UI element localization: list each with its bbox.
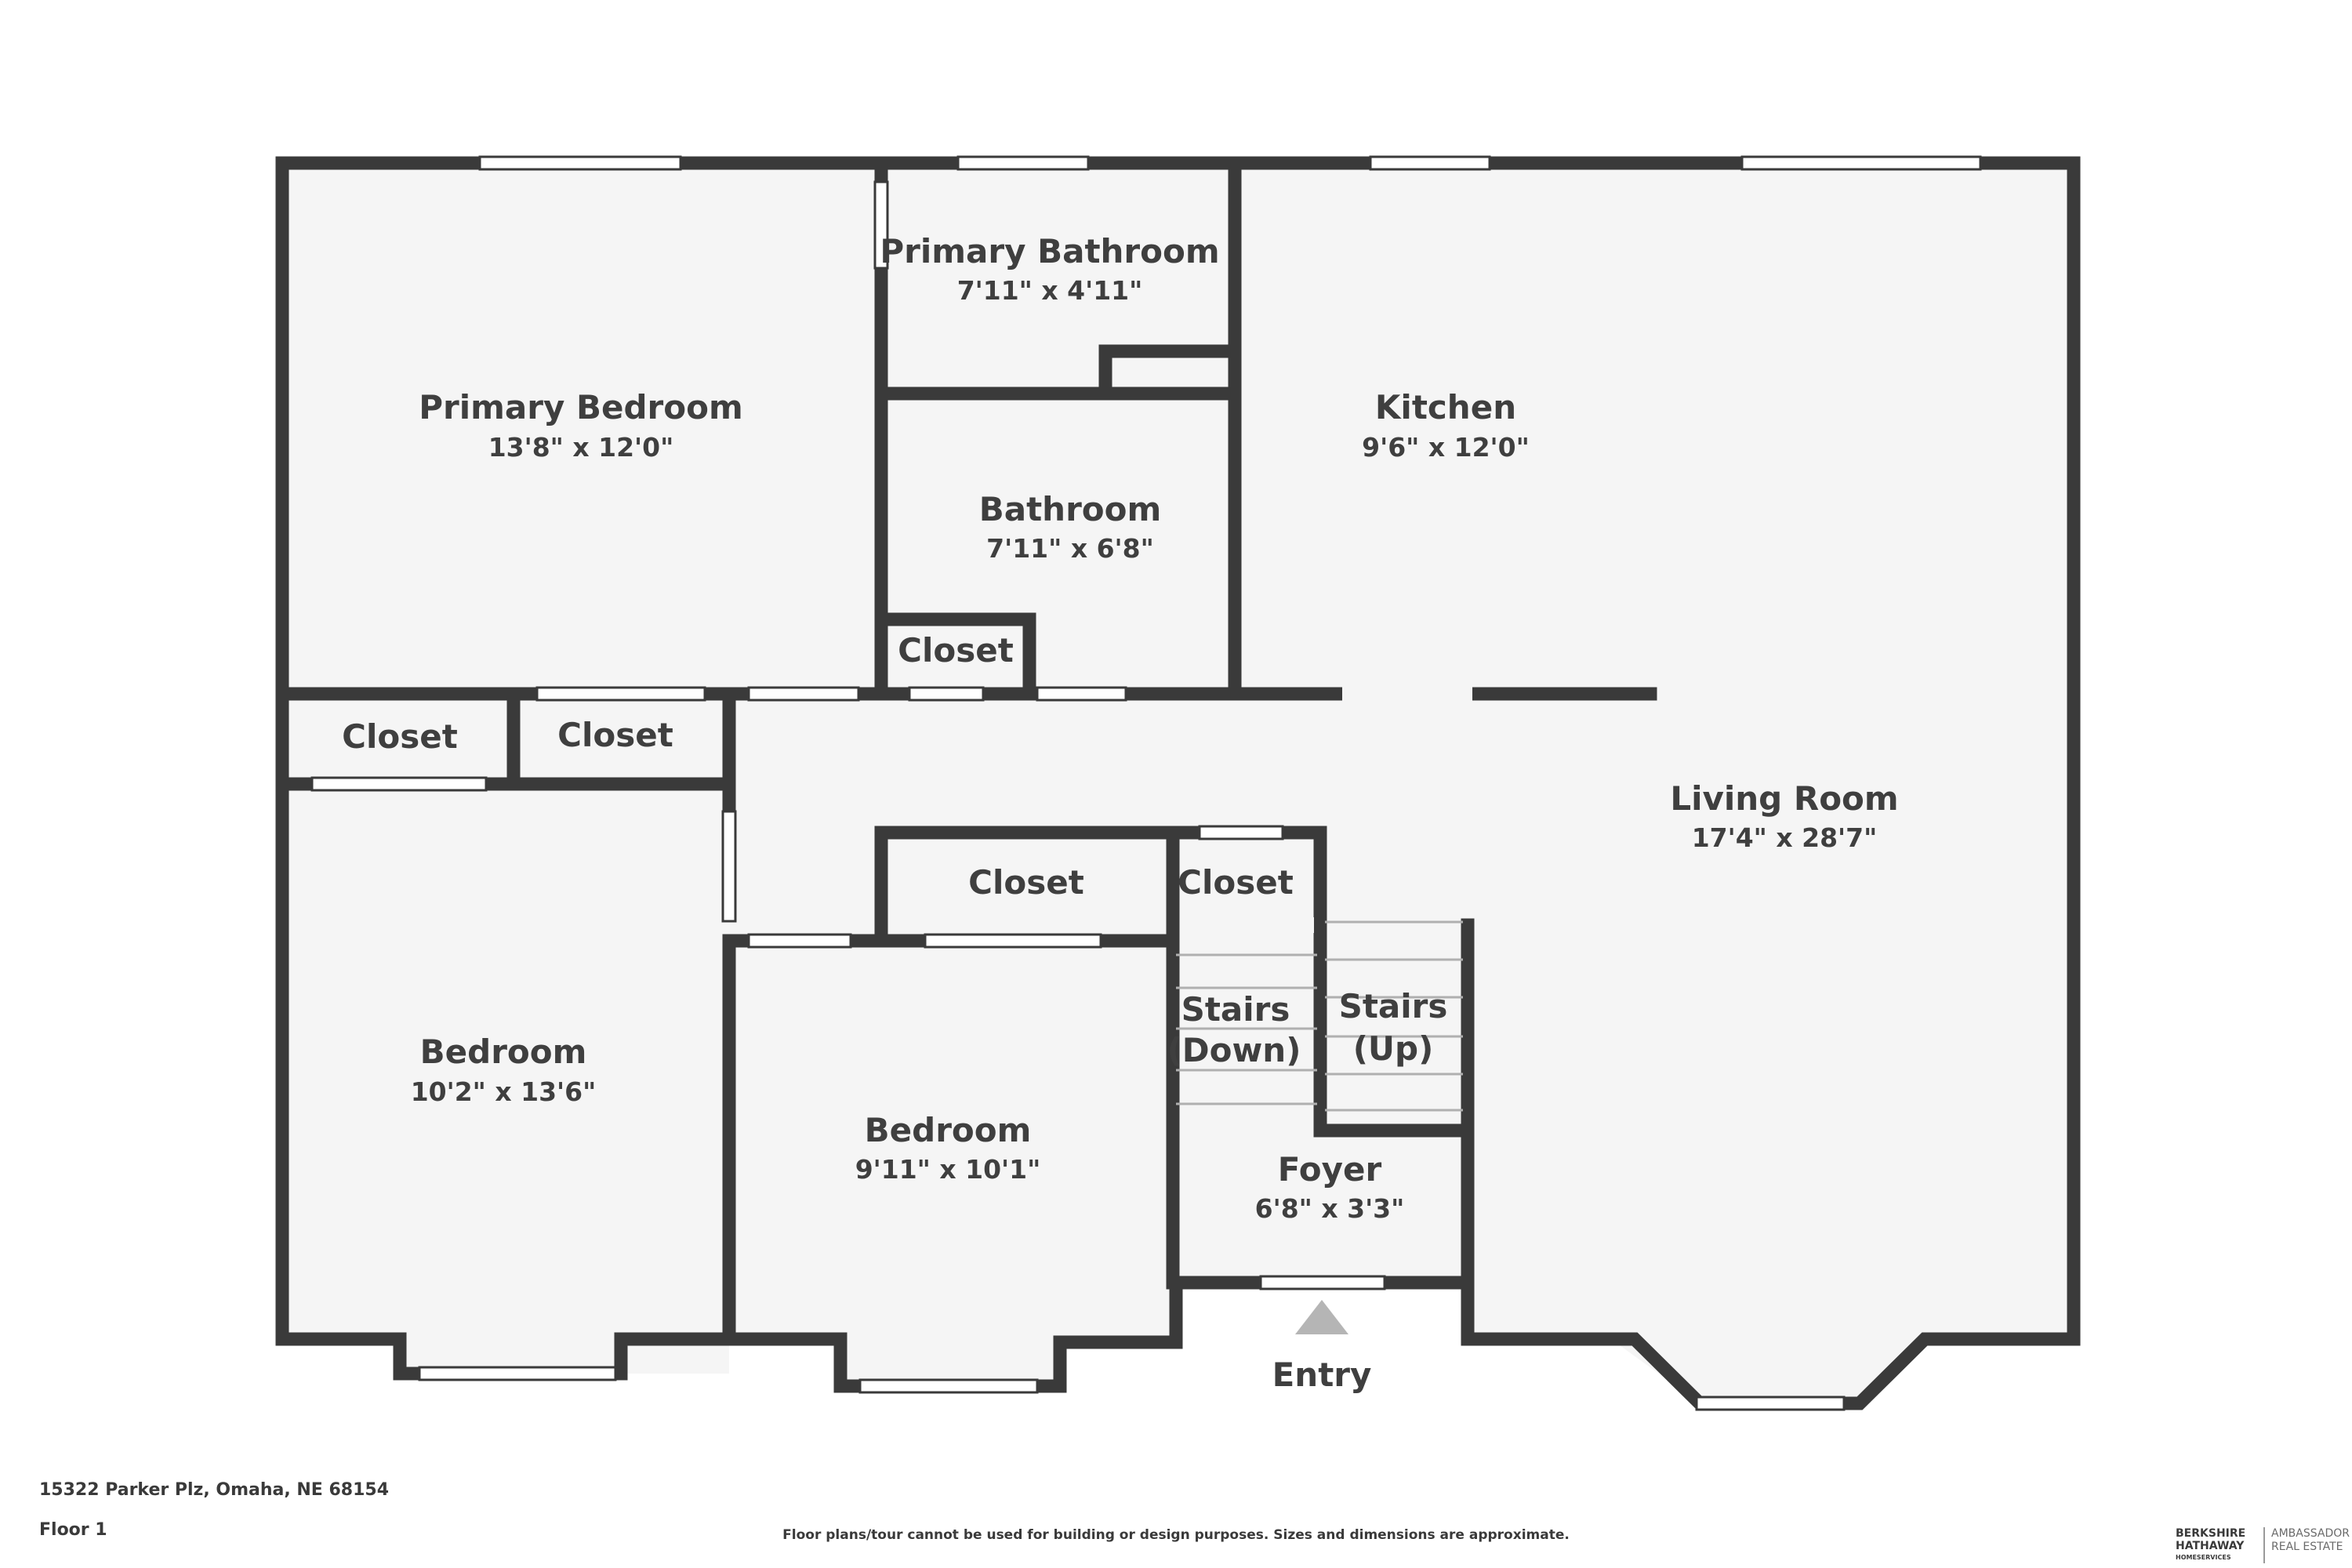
room-dims-primary-bathroom: 7'11" x 4'11" (957, 275, 1143, 306)
disclaimer-text: Floor plans/tour cannot be used for buil… (782, 1527, 1570, 1543)
room-label-bedroom-left: Bedroom (420, 1033, 587, 1071)
room-dims-living-room: 17'4" x 28'7" (1692, 822, 1878, 853)
property-address: 15322 Parker Plz, Omaha, NE 68154 (39, 1480, 390, 1500)
room-label-closet-mid-2: Closet (1178, 863, 1294, 902)
room-label-living-room: Living Room (1670, 779, 1898, 818)
room-label-bedroom-mid: Bedroom (865, 1111, 1032, 1149)
logo-separator (2263, 1527, 2265, 1563)
room-label-closet-left-2: Closet (557, 716, 673, 754)
room-label-stairs-up-sub: (Up) (1353, 1029, 1434, 1068)
stair-treads (1176, 920, 1463, 1112)
room-dims-primary-bedroom: 13'8" x 12'0" (488, 432, 674, 463)
room-label-kitchen: Kitchen (1375, 388, 1516, 426)
entry-arrow-icon (1295, 1300, 1348, 1334)
room-label-primary-bedroom: Primary Bedroom (419, 388, 742, 426)
room-dims-bathroom: 7'11" x 6'8" (986, 533, 1154, 564)
room-dims-kitchen: 9'6" x 12'0" (1362, 432, 1530, 463)
logo-right: AMBASSADOR REAL ESTATE (2271, 1527, 2350, 1553)
room-label-stairs-down-sub: (Down) (1167, 1031, 1301, 1069)
room-dims-bedroom-left: 10'2" x 13'6" (411, 1076, 597, 1107)
room-label-closet-left-1: Closet (342, 717, 458, 756)
room-label-closet-mid-1: Closet (968, 863, 1084, 902)
entry-label: Entry (1272, 1356, 1372, 1394)
wall-openings (1239, 686, 1472, 933)
room-dims-foyer: 6'8" x 3'3" (1255, 1193, 1405, 1224)
room-dims-bedroom-mid: 9'11" x 10'1" (855, 1154, 1041, 1185)
room-label-foyer: Foyer (1278, 1150, 1382, 1189)
floor-label: Floor 1 (39, 1520, 107, 1540)
room-label-primary-bathroom: Primary Bathroom (880, 232, 1219, 270)
room-label-bathroom: Bathroom (979, 490, 1162, 528)
logo-left: BERKSHIRE HATHAWAY (2176, 1527, 2246, 1552)
room-label-closet-bath: Closet (898, 631, 1014, 670)
room-label-stairs-down: Stairs (1181, 990, 1290, 1029)
room-label-stairs-up: Stairs (1339, 987, 1448, 1025)
brokerage-logo: BERKSHIRE HATHAWAY HOMESERVICES AMBASSAD… (2176, 1526, 2352, 1568)
windows (310, 155, 1982, 1411)
